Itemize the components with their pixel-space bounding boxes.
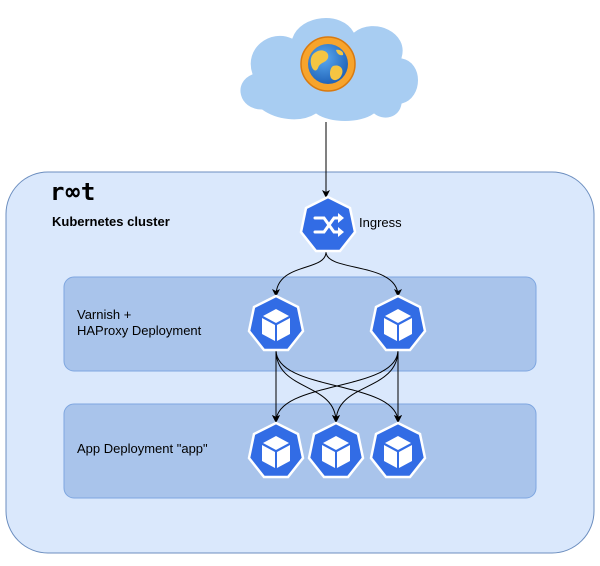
varnish-group-label-line1: Varnish + — [77, 307, 132, 322]
varnish-group-label-line2: HAProxy Deployment — [77, 323, 202, 338]
pod2-to-app1-arrow — [272, 349, 399, 423]
globe-icon — [300, 36, 356, 92]
ingress-to-pod1-arrow — [272, 251, 327, 297]
cube-icon — [247, 421, 305, 479]
connectors — [272, 122, 402, 423]
cube-icon — [369, 421, 427, 479]
app-group-label: App Deployment "app" — [77, 441, 208, 456]
cube-icon — [247, 294, 305, 352]
cube-icon — [369, 294, 427, 352]
cluster-title: Kubernetes cluster — [52, 214, 170, 229]
ingress-label: Ingress — [359, 215, 402, 230]
ingress-to-pod2-arrow — [325, 251, 402, 297]
shuffle-icon — [299, 195, 357, 253]
cube-icon — [307, 421, 365, 479]
root-logo: r∞t — [50, 178, 97, 206]
pod2-to-app2-arrow — [332, 349, 399, 423]
pod1-to-app2-arrow — [275, 349, 340, 423]
